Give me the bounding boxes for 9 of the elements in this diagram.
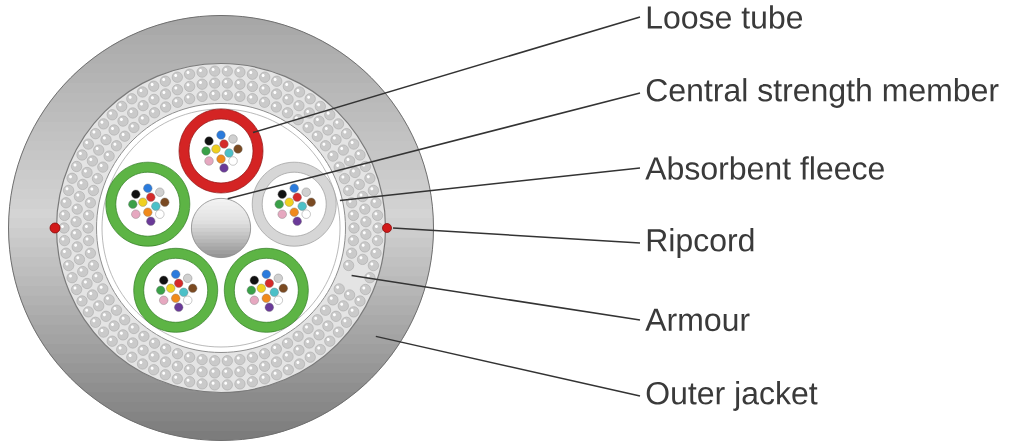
part-label: Ripcord xyxy=(647,228,754,258)
part-label: Loose tube xyxy=(647,5,803,29)
part-label: Outer jacket xyxy=(646,381,818,411)
leader-line xyxy=(350,274,641,321)
leader-line xyxy=(392,227,641,244)
part-label: Absorbent fleece xyxy=(645,156,884,180)
leader-line xyxy=(375,335,641,397)
part-label: Armour xyxy=(645,308,750,332)
part-label: Central strength member xyxy=(646,78,999,108)
